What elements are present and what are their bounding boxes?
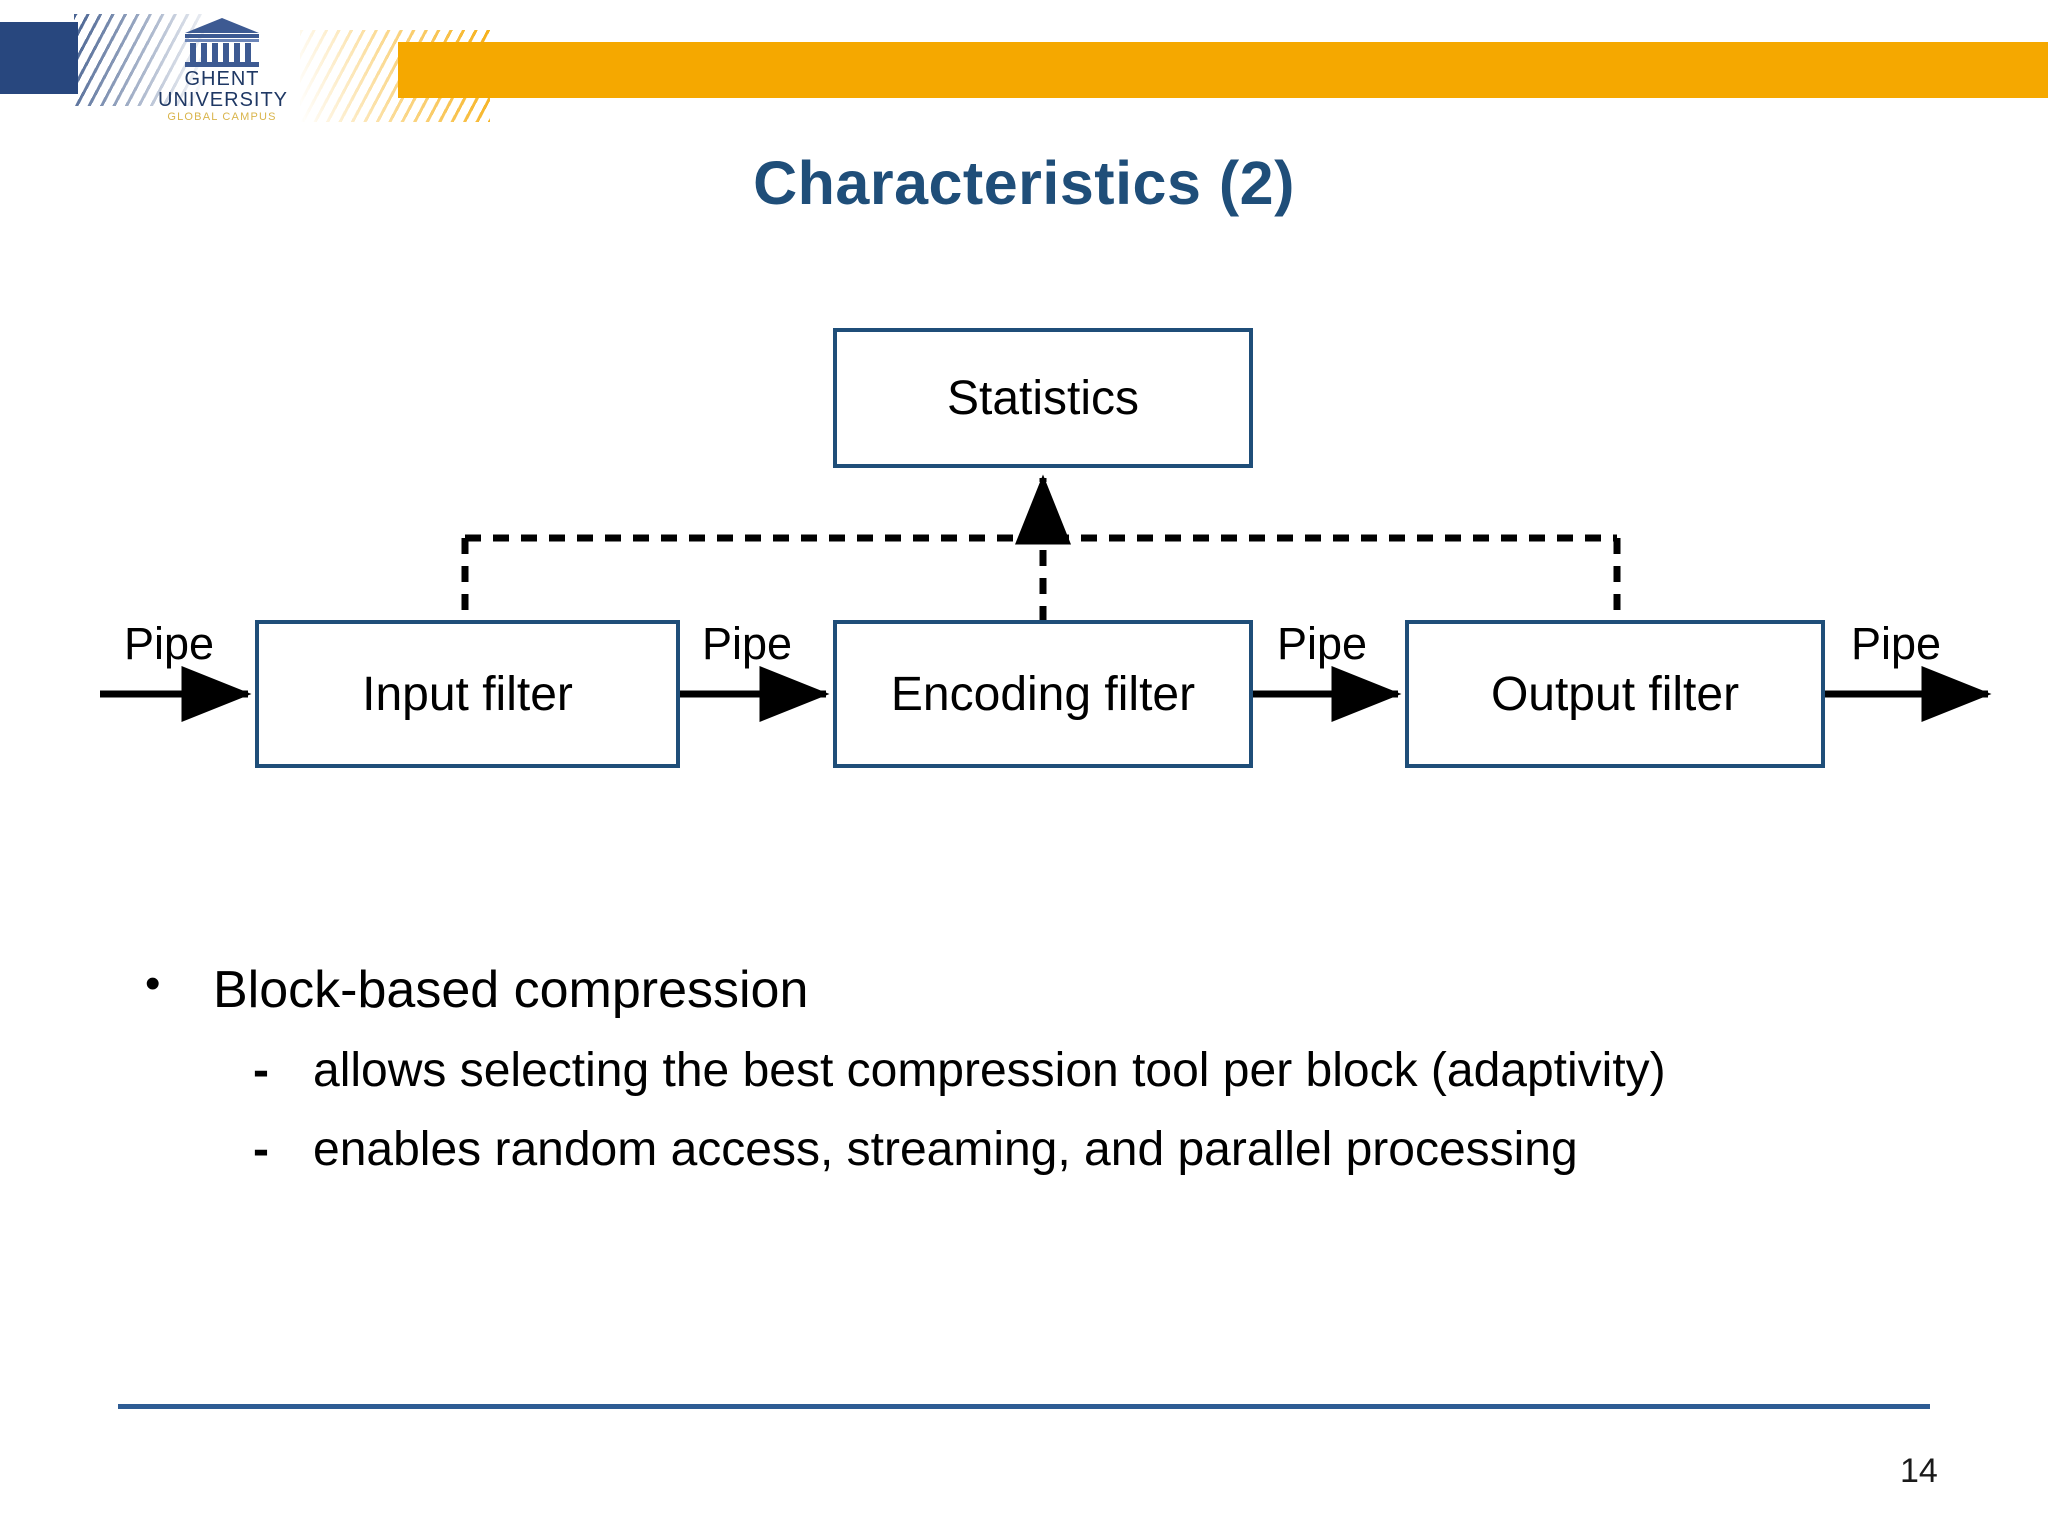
node-output-filter-label: Output filter	[1490, 667, 1740, 721]
bullet-level2-text: enables random access, streaming, and pa…	[313, 1122, 1578, 1176]
bullet-level1-item: • Block-based compression	[135, 959, 2048, 1021]
node-output-filter[interactable]: Output filter	[1405, 620, 1825, 768]
pipe-label-between-encoding-output: Pipe	[1277, 618, 1368, 669]
page-number: 14	[1900, 1452, 1938, 1490]
pipe-label-input: Pipe	[124, 618, 215, 669]
bullet-list: • Block-based compression - allows selec…	[0, 959, 2048, 1179]
bullet-level1-text: Block-based compression	[213, 961, 809, 1019]
greek-temple-icon	[185, 18, 259, 67]
ghent-university-logo: GHENT UNIVERSITY GLOBAL CAMPUS	[158, 16, 289, 124]
header-blue-block	[0, 22, 78, 94]
node-statistics-label: Statistics	[946, 371, 1140, 425]
footer-divider	[118, 1404, 1930, 1409]
logo-line-global-campus: GLOBAL CAMPUS	[167, 111, 277, 123]
node-encoding-filter[interactable]: Encoding filter	[833, 620, 1253, 768]
bullet-level2-item: - allows selecting the best compression …	[245, 1043, 2048, 1100]
bullet-marker-dot: •	[145, 959, 161, 1008]
pipe-label-output: Pipe	[1851, 618, 1942, 669]
node-encoding-filter-label: Encoding filter	[890, 667, 1196, 721]
pipe-label-between-input-encoding: Pipe	[702, 618, 793, 669]
bullet-marker-dash: -	[253, 1122, 269, 1176]
logo-line-ghent: GHENT	[184, 68, 260, 90]
bullet-level2-item: - enables random access, streaming, and …	[245, 1122, 2048, 1179]
header-orange-bar	[398, 42, 2048, 98]
node-statistics[interactable]: Statistics	[833, 328, 1253, 468]
header-blue-brush-icon	[74, 14, 204, 106]
logo-line-university: UNIVERSITY	[158, 89, 289, 111]
node-input-filter[interactable]: Input filter	[255, 620, 680, 768]
page-title: Characteristics (2)	[753, 149, 1295, 217]
node-input-filter-label: Input filter	[362, 667, 573, 721]
bullet-level2-text: allows selecting the best compression to…	[313, 1044, 1666, 1098]
bullet-marker-dash: -	[253, 1044, 269, 1098]
